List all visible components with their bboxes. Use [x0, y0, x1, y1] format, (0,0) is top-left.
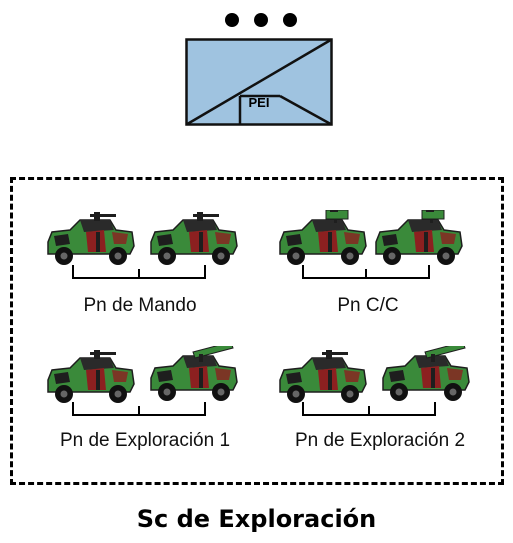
vehicle-icon	[375, 210, 463, 266]
echelon-dot	[225, 13, 239, 27]
diagram-caption: Sc de Exploración	[136, 505, 377, 533]
platoon-label: Pn de Exploración 2	[294, 430, 466, 451]
group-bracket	[72, 265, 206, 279]
group-bracket	[302, 402, 436, 416]
platoon-label: Pn de Mando	[83, 295, 197, 316]
platoon-label: Pn C/C	[337, 295, 399, 316]
unit-symbol: PEI	[185, 38, 333, 126]
vehicle-icon	[150, 346, 238, 402]
vehicle-icon	[279, 210, 367, 266]
vehicle-icon	[47, 212, 135, 266]
unit-symbol-label: PEI	[248, 95, 270, 110]
group-bracket	[72, 402, 206, 416]
group-bracket	[302, 265, 430, 279]
vehicle-icon	[150, 212, 238, 266]
vehicle-icon	[382, 346, 470, 402]
echelon-dot	[283, 13, 297, 27]
platoon-label: Pn de Exploración 1	[59, 430, 231, 451]
unit-symbol-frame	[185, 38, 333, 126]
echelon-dots	[225, 10, 297, 30]
vehicle-icon	[279, 350, 367, 404]
vehicle-icon	[47, 350, 135, 404]
echelon-dot	[254, 13, 268, 27]
section-frame	[10, 177, 504, 485]
